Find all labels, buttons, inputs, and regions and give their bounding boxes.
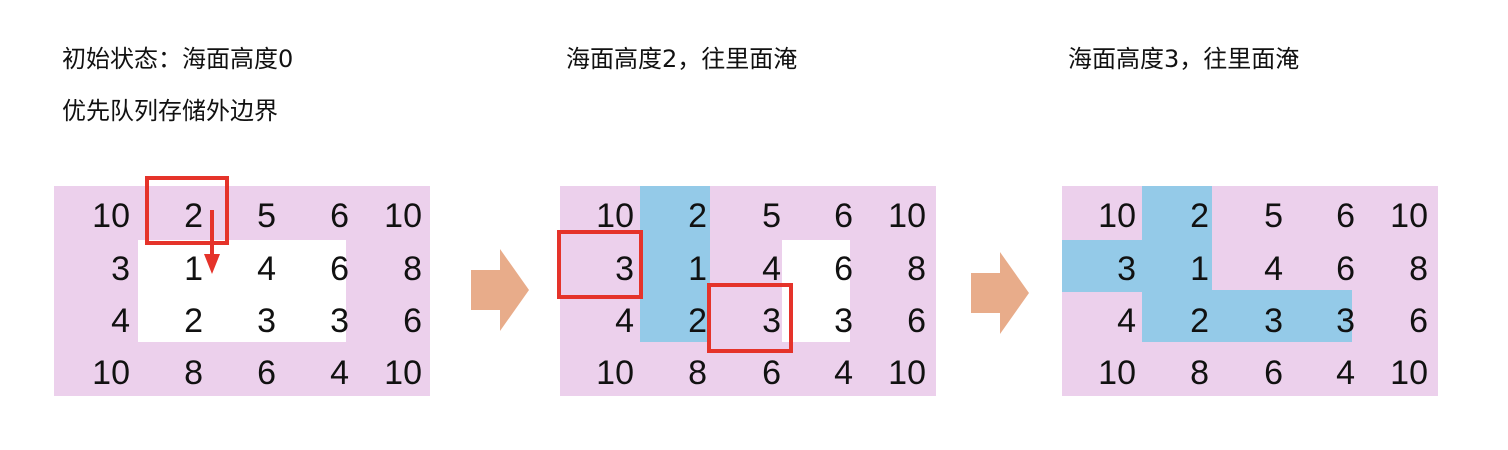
grid-cell: 3 (615, 250, 634, 288)
grid-cell: 6 (1336, 197, 1355, 235)
grid-cell: 10 (596, 354, 634, 392)
highlight-box (707, 283, 793, 353)
grid-cell: 5 (1264, 197, 1283, 235)
grid-cell: 6 (1409, 302, 1428, 340)
grid-cell: 2 (184, 197, 203, 235)
grid-cell: 6 (834, 250, 853, 288)
grid-cell: 2 (1190, 197, 1209, 235)
panel-1-caption-line-1: 初始状态：海面高度0 (62, 45, 294, 73)
flooded-region (640, 186, 710, 342)
grid-cell: 8 (907, 250, 926, 288)
grid-cell: 4 (1336, 354, 1355, 392)
grid-cell: 6 (330, 250, 349, 288)
grid-cell: 4 (762, 250, 781, 288)
flooded-region (1142, 290, 1352, 342)
grid-cell: 2 (688, 197, 707, 235)
grid-cell: 6 (257, 354, 276, 392)
grid-cell: 3 (834, 302, 853, 340)
grid-cell: 6 (762, 354, 781, 392)
panel-3-grid: 10 2 5 6 10 3 1 4 6 8 4 2 3 3 6 10 8 6 4… (1062, 186, 1438, 396)
down-arrow-icon (204, 210, 220, 274)
grid-cell: 8 (688, 354, 707, 392)
highlight-box (557, 230, 643, 299)
grid-cell: 8 (184, 354, 203, 392)
grid-cell: 4 (111, 302, 130, 340)
grid-cell: 10 (92, 354, 130, 392)
unvisited-interior (138, 240, 346, 342)
grid-cell: 1 (688, 250, 707, 288)
grid-cell: 1 (1190, 250, 1209, 288)
grid-cell: 10 (1390, 354, 1428, 392)
grid-cell: 6 (1264, 354, 1283, 392)
flooded-region (1062, 240, 1212, 292)
grid-cell: 3 (762, 302, 781, 340)
grid-cell: 3 (111, 250, 130, 288)
grid-cell: 10 (596, 197, 634, 235)
grid-cell: 5 (762, 197, 781, 235)
right-arrow-icon (971, 252, 1029, 334)
grid-cell: 10 (888, 354, 926, 392)
grid-cell: 6 (834, 197, 853, 235)
panel-2-caption: 海面高度2，往里面淹 (566, 45, 798, 73)
grid-cell: 10 (384, 197, 422, 235)
grid-cell: 10 (888, 197, 926, 235)
grid-cell: 8 (403, 250, 422, 288)
grid-cell: 10 (92, 197, 130, 235)
grid-cell: 6 (907, 302, 926, 340)
grid-cell: 4 (1117, 302, 1136, 340)
right-arrow-icon (471, 249, 529, 331)
grid-cell: 10 (1098, 197, 1136, 235)
panel-3-caption: 海面高度3，往里面淹 (1068, 45, 1300, 73)
panel-1-grid: 10 2 5 6 10 3 1 4 6 8 4 2 3 3 6 10 8 6 4… (54, 186, 430, 396)
grid-cell: 2 (184, 302, 203, 340)
grid-cell: 3 (257, 302, 276, 340)
grid-cell: 6 (1336, 250, 1355, 288)
panel-1-caption-line-2: 优先队列存储外边界 (62, 97, 278, 125)
panel-2-grid: 10 2 5 6 10 3 1 4 6 8 4 2 3 3 6 10 8 6 4… (560, 186, 936, 396)
grid-cell: 10 (1098, 354, 1136, 392)
grid-cell: 4 (615, 302, 634, 340)
grid-cell: 6 (403, 302, 422, 340)
grid-cell: 2 (688, 302, 707, 340)
grid-cell: 2 (1190, 302, 1209, 340)
grid-cell: 4 (1264, 250, 1283, 288)
grid-cell: 3 (1117, 250, 1136, 288)
grid-cell: 4 (330, 354, 349, 392)
grid-cell: 8 (1190, 354, 1209, 392)
grid-cell: 3 (1264, 302, 1283, 340)
grid-cell: 10 (1390, 197, 1428, 235)
grid-cell: 1 (184, 250, 203, 288)
grid-cell: 8 (1409, 250, 1428, 288)
grid-cell: 5 (257, 197, 276, 235)
unvisited-interior (782, 240, 850, 342)
grid-cell: 6 (330, 197, 349, 235)
grid-cell: 3 (1336, 302, 1355, 340)
grid-cell: 3 (330, 302, 349, 340)
highlight-box (145, 176, 229, 245)
grid-cell: 4 (834, 354, 853, 392)
grid-cell: 10 (384, 354, 422, 392)
grid-cell: 4 (257, 250, 276, 288)
